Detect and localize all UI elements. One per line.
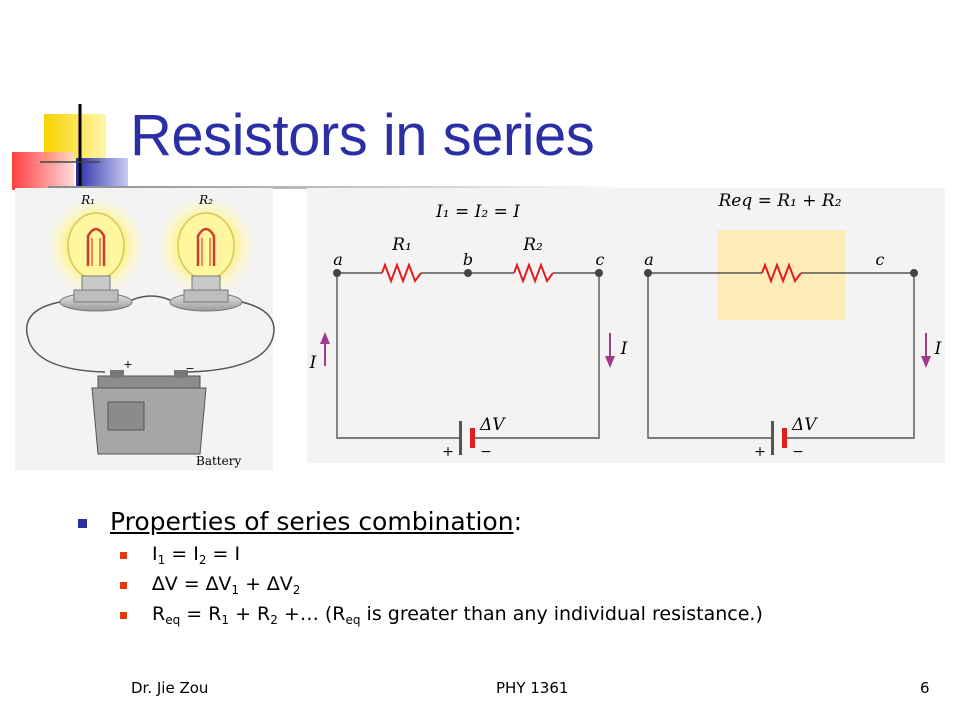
footer-page-number: 6 [920,679,930,697]
sub-bullet-resistance: Req = R1 + R2 +… (Req is greater than an… [78,600,938,629]
current-arrowhead-down-2 [921,356,931,368]
req-equation-label: Req = R₁ + R₂ [717,191,841,211]
node-a-label-1: a [333,250,343,269]
node-c-label-2: c [876,250,885,269]
bulb1-label: R₁ [80,193,95,207]
node-a-1 [333,269,341,277]
slide-title: Resistors in series [130,103,595,168]
circuit-panel-1 [307,188,640,463]
bulb2-label: R₂ [198,193,213,207]
sub-bullet-current: I1 = I2 = I [78,540,938,569]
minus-label-2: − [792,444,804,460]
node-c-label-1: c [596,250,605,269]
bulb-battery-illustration [26,194,275,455]
plus-label-2: + [754,444,766,460]
bullet-list: Properties of series combination: I1 = I… [78,505,938,629]
battery-minus-label: − [185,362,194,375]
delta-v-label-1: ΔV [479,415,506,435]
delta-v-label-2: ΔV [791,415,818,435]
bullet-properties: Properties of series combination: [78,505,938,539]
current-arrowhead-down-1 [605,356,615,368]
title-underline [48,186,633,189]
battery-plus-label: + [123,358,132,371]
current-arrowhead-up [320,332,330,344]
current-label-left: I [309,353,317,373]
node-c-2 [910,269,918,277]
battery-long-plate-2 [771,421,774,455]
node-c-1 [595,269,603,277]
node-b-label: b [463,250,473,269]
title-decoration [12,104,128,192]
current-equality-label: I₁ = I₂ = I [435,202,520,222]
r2-label: R₂ [522,235,543,255]
node-a-label-2: a [644,250,654,269]
battery-long-plate-1 [459,421,462,455]
current-label-right-2: I [934,339,942,359]
bullet-marker [78,519,87,528]
minus-label-1: − [480,444,492,460]
series-circuit-figure: R₁ R₂ + − Battery I₁ = I₂ = I a b c R₁ R… [15,188,945,470]
bullet-properties-colon: : [513,507,523,536]
battery-short-plate-1 [470,428,475,448]
sub-bullet-marker [120,552,127,559]
bullet-properties-text: Properties of series combination [110,507,514,536]
node-b [464,269,472,277]
footer-course: PHY 1361 [496,679,569,697]
r1-label: R₁ [391,235,412,255]
battery-short-plate-2 [782,428,787,448]
node-a-2 [644,269,652,277]
plus-label-1: + [442,444,454,460]
footer-author: Dr. Jie Zou [131,679,209,697]
equivalent-circuit [647,262,915,439]
sub-bullet-marker [120,612,127,619]
sub-bullet-marker [120,582,127,589]
sub-bullet-voltage: ∆V = ∆V1 + ∆V2 [78,570,938,599]
current-label-right-1: I [620,339,628,359]
battery-label: Battery [196,454,241,468]
